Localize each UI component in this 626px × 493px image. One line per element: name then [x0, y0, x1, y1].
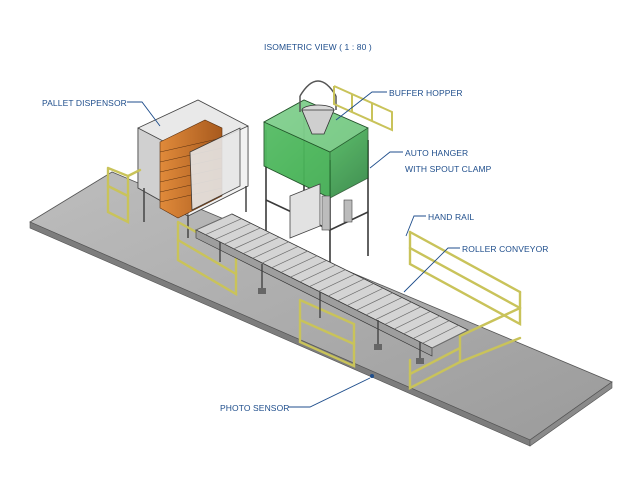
hand-rail — [106, 166, 522, 390]
roller — [346, 287, 384, 306]
roller — [318, 274, 355, 292]
roller — [261, 246, 299, 264]
roller-conveyor — [195, 213, 469, 364]
label-auto-hanger: AUTO HANGER — [405, 148, 469, 158]
roller — [252, 241, 289, 259]
roller — [290, 260, 327, 278]
roller — [422, 325, 459, 344]
roller — [375, 301, 412, 320]
pallet-dispenser — [137, 99, 249, 238]
buffer-hopper — [263, 80, 393, 199]
roller — [394, 311, 431, 330]
view-title: ISOMETRIC VIEW ( 1 : 80 ) — [264, 42, 372, 52]
roller — [195, 213, 233, 231]
label-roller-conveyor: ROLLER CONVEYOR — [462, 244, 549, 254]
label-hand-rail: HAND RAIL — [428, 212, 475, 222]
label-spout-clamp: WITH SPOUT CLAMP — [405, 164, 492, 174]
roller — [205, 218, 242, 236]
roller — [299, 264, 336, 283]
roller — [431, 329, 469, 349]
label-photo-sensor: PHOTO SENSOR — [220, 403, 290, 413]
roller — [337, 283, 374, 302]
roller — [233, 232, 270, 250]
photo-sensor — [370, 374, 374, 378]
roller — [356, 292, 393, 311]
label-pallet-dispenser: PALLET DISPENSOR — [42, 98, 127, 108]
roller — [328, 278, 365, 297]
roller — [214, 222, 252, 240]
roller — [403, 315, 440, 335]
roller — [365, 297, 403, 316]
leader-lines — [127, 91, 460, 408]
label-buffer-hopper: BUFFER HOPPER — [389, 88, 463, 98]
roller — [412, 320, 450, 339]
roller — [384, 306, 421, 325]
roller — [280, 255, 318, 273]
roller — [224, 227, 261, 245]
auto-hanger — [289, 183, 353, 239]
roller — [271, 250, 308, 269]
roller — [309, 269, 346, 287]
roller — [243, 236, 280, 254]
floor-plate — [29, 171, 613, 447]
